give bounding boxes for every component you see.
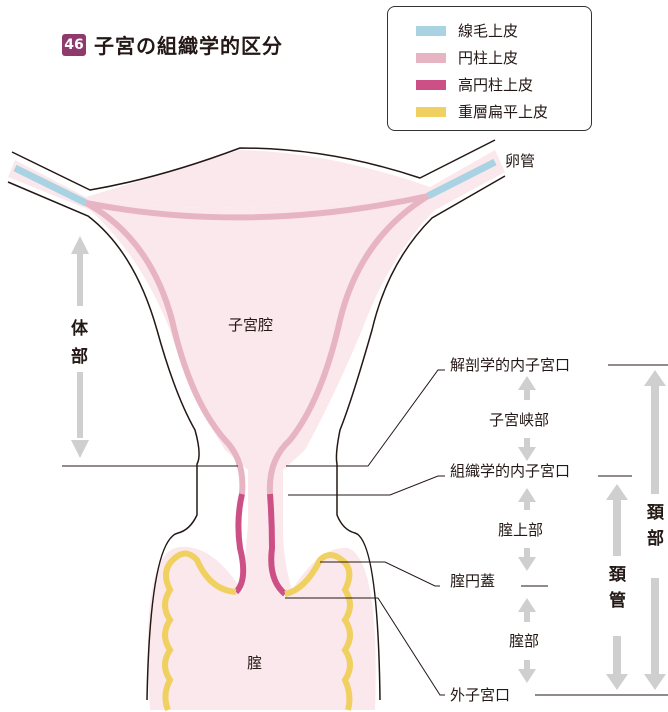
label-isthmus: 子宮峡部 bbox=[489, 411, 549, 429]
label-vaginal-vault: 腟円蓋 bbox=[450, 572, 495, 590]
label-body-1: 体 bbox=[71, 318, 89, 339]
tall-columnar-left bbox=[236, 494, 243, 592]
label-cervix-2: 管 bbox=[609, 590, 626, 611]
label-vagina: 腟 bbox=[247, 654, 262, 672]
label-histological-internal-os: 組織学的内子宮口 bbox=[450, 462, 570, 480]
label-uterine-cavity: 子宮腔 bbox=[228, 316, 273, 334]
cervical-canal-arrow bbox=[606, 484, 628, 690]
label-cervix-1: 頚 bbox=[608, 565, 627, 585]
label-neck-1: 頚 bbox=[646, 503, 665, 523]
ciliated-left bbox=[15, 168, 86, 203]
label-vaginal-part: 腟部 bbox=[509, 632, 539, 650]
label-body-2: 部 bbox=[71, 346, 88, 367]
label-external-os: 外子宮口 bbox=[450, 686, 510, 704]
label-supravaginal-part: 腟上部 bbox=[498, 521, 543, 539]
label-oviduct: 卵管 bbox=[505, 152, 535, 170]
label-neck-2: 部 bbox=[647, 528, 664, 549]
label-anatomical-internal-os: 解剖学的内子宮口 bbox=[450, 356, 570, 374]
leader-histological-os bbox=[288, 476, 445, 495]
